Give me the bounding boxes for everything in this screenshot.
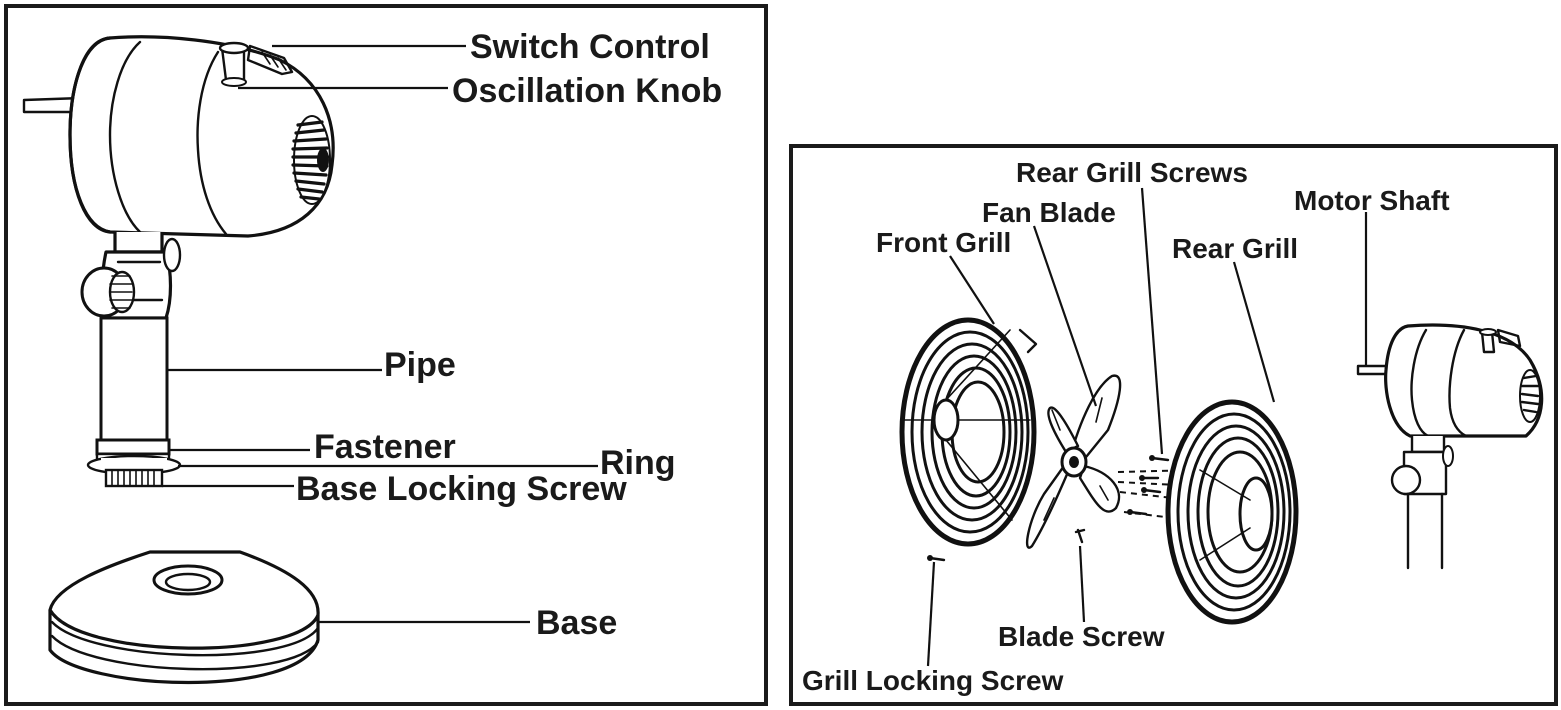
tilt-joint-left bbox=[80, 232, 182, 320]
label-front-grill: Front Grill bbox=[876, 227, 1011, 258]
label-fan-blade: Fan Blade bbox=[982, 197, 1116, 228]
label-fastener: Fastener bbox=[314, 428, 456, 466]
grill-locking-screw bbox=[927, 555, 946, 562]
right-panel-frame bbox=[789, 144, 1558, 706]
base-locking-screw-left bbox=[104, 468, 164, 488]
right-leader-lines bbox=[926, 187, 1368, 667]
front-vent-left bbox=[291, 115, 331, 205]
pipe-left bbox=[99, 316, 169, 442]
fan-blade bbox=[1025, 374, 1122, 549]
label-pipe: Pipe bbox=[384, 346, 456, 384]
motor-housing-right bbox=[1356, 323, 1544, 570]
left-leader-lines bbox=[162, 44, 598, 624]
rear-grill bbox=[1165, 399, 1299, 625]
label-rear-grill: Rear Grill bbox=[1172, 233, 1298, 264]
label-motor-shaft: Motor Shaft bbox=[1294, 185, 1450, 216]
blade-screw bbox=[1074, 528, 1086, 544]
motor-housing-left bbox=[22, 35, 335, 238]
label-ring: Ring bbox=[600, 444, 676, 482]
rear-grill-screws bbox=[1117, 455, 1197, 521]
label-switch-control: Switch Control bbox=[470, 28, 710, 66]
left-panel-frame bbox=[4, 4, 768, 706]
base-left bbox=[48, 550, 320, 684]
label-oscillation-knob: Oscillation Knob bbox=[452, 72, 722, 110]
label-blade-screw: Blade Screw bbox=[998, 621, 1165, 652]
front-grill bbox=[899, 317, 1038, 547]
label-base: Base bbox=[536, 604, 617, 642]
label-rear-grill-screws: Rear Grill Screws bbox=[1016, 157, 1248, 188]
label-grill-locking-screw: Grill Locking Screw bbox=[802, 665, 1064, 696]
label-base-locking-screw: Base Locking Screw bbox=[296, 470, 627, 508]
